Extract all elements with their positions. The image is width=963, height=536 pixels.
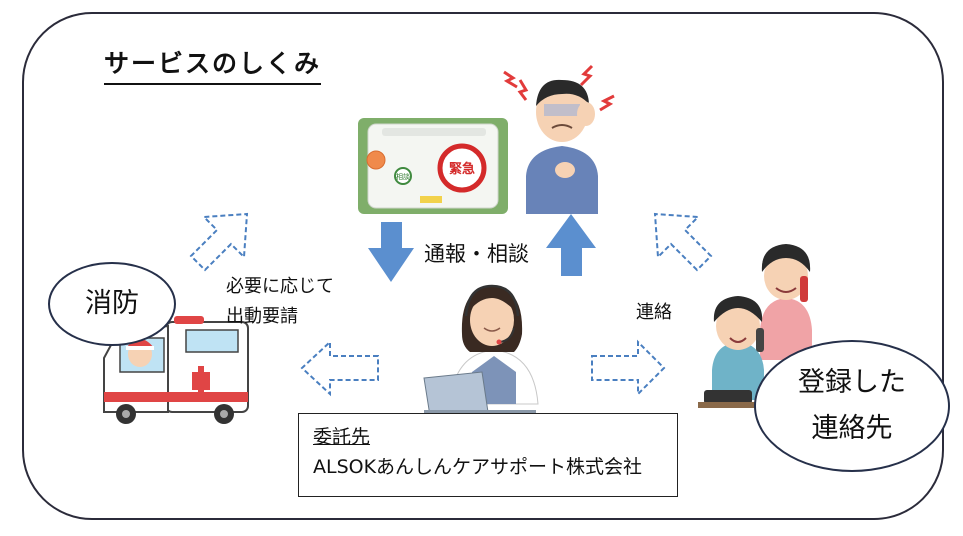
- fire-department-bubble: 消防: [48, 262, 176, 346]
- emergency-button-label: 緊急: [449, 161, 475, 177]
- consult-button-label: 相談: [396, 172, 410, 181]
- page-title: サービスのしくみ: [104, 44, 322, 85]
- arrow-up-right-dashed: [653, 212, 713, 272]
- fire-department-text: 消防: [85, 288, 139, 319]
- arrow-down-solid: [368, 222, 414, 282]
- dispatch-request-line2: 出動要請: [226, 306, 298, 327]
- registered-contacts-bubble: 登録した 連絡先: [754, 340, 950, 472]
- sick-person-icon: [503, 64, 615, 214]
- entrust-box: 委託先 ALSOKあんしんケアサポート株式会社: [298, 413, 678, 497]
- family-phone-icon: [698, 244, 812, 408]
- dispatch-request-line1: 必要に応じて: [226, 276, 334, 297]
- alarm-device-icon: 相談 緊急: [358, 118, 508, 214]
- arrow-left-dashed: [300, 339, 379, 397]
- entrust-heading: 委託先: [313, 426, 371, 448]
- arrow-right-dashed: [591, 339, 666, 397]
- report-consult-label: 通報・相談: [424, 242, 529, 266]
- operator-icon: [423, 284, 539, 417]
- arrow-up-solid: [546, 214, 596, 276]
- entrust-company: ALSOKあんしんケアサポート株式会社: [313, 456, 643, 478]
- ambulance-icon: [103, 316, 249, 424]
- registered-contacts-line1: 登録した: [798, 367, 906, 398]
- arrow-up-left-dashed: [189, 212, 249, 272]
- dispatch-request-label: 必要に応じて 出動要請: [226, 272, 334, 332]
- registered-contacts-line2: 連絡先: [811, 413, 893, 444]
- diagram-frame: [22, 12, 944, 520]
- contact-label: 連絡: [636, 302, 672, 323]
